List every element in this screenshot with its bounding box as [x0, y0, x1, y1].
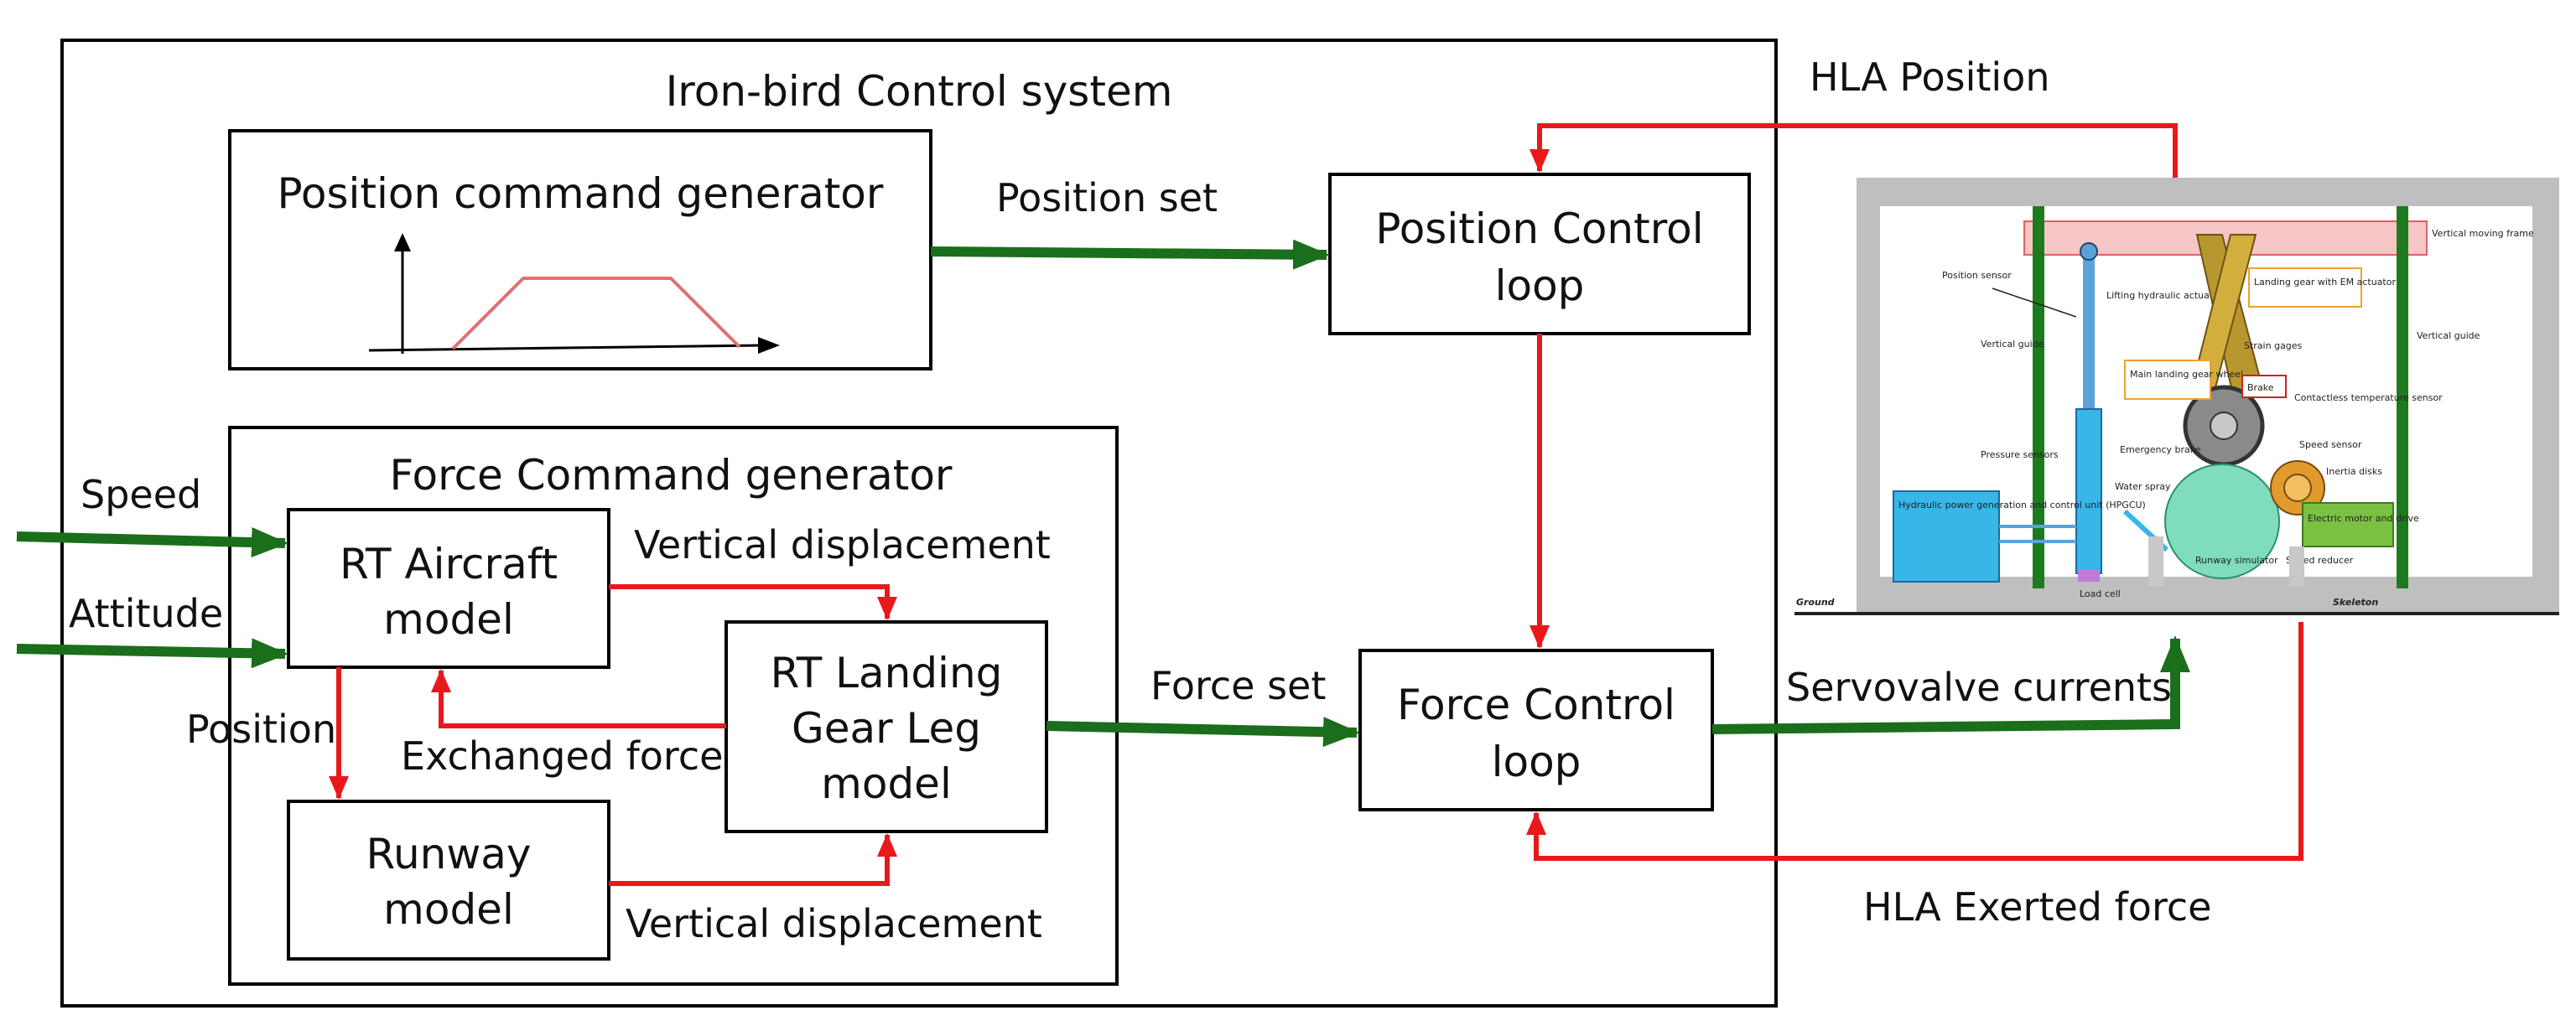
vertical-guide-right-label: Vertical guide	[2417, 330, 2480, 341]
landing-gear-em-callout	[2248, 267, 2362, 308]
electric-motor-label: Electric motor and drive	[2308, 513, 2419, 524]
skeleton-label: Skeleton	[2333, 597, 2378, 608]
vertical-displacement-top-arrow	[609, 584, 897, 620]
contactless-sensor-label: Contactless temperature sensor	[2294, 392, 2443, 403]
force-set-label: Force set	[1150, 663, 1326, 708]
force-command-generator-title: Force Command generator	[390, 451, 953, 500]
profile-y-axis-arrowhead	[394, 233, 411, 251]
landing-gear-line2: Gear Leg	[792, 704, 981, 753]
electric-motor-box	[2302, 502, 2394, 547]
rt-landing-gear-leg-model-box	[724, 620, 1048, 833]
force-set-arrow	[1046, 717, 1360, 748]
brake-callout	[2241, 375, 2287, 398]
runway-support-post	[2148, 536, 2163, 587]
speed-label: Speed	[80, 472, 201, 517]
position-command-profile-plot	[368, 233, 780, 354]
servovalve-currents-label: Servovalve currents	[1786, 665, 2172, 710]
exchanged-force-label: Exchanged force	[401, 733, 723, 779]
force-loop-line1: Force Control	[1397, 681, 1675, 729]
position-label: Position	[186, 707, 336, 752]
main-wheel-callout	[2124, 360, 2211, 400]
rt-aircraft-line2: model	[383, 595, 514, 644]
motor-support-post	[2289, 547, 2304, 587]
lifting-hydraulic-actuator-cylinder	[2075, 408, 2102, 574]
rt-aircraft-line1: RT Aircraft	[340, 540, 558, 588]
position-sensor-leader	[1992, 288, 2077, 318]
lifting-hydraulic-actuator-rod	[2083, 245, 2095, 409]
runway-simulator-label: Runway simulator	[2195, 555, 2278, 566]
profile-x-axis-arrowhead	[758, 337, 780, 354]
hpgcu-box	[1893, 490, 2000, 583]
ground-label: Ground	[1796, 597, 1835, 608]
landing-gear-line1: RT Landing	[771, 649, 1003, 697]
test-rig-schematic: Ground Skeleton Vertical moving frame Ve…	[1794, 178, 2559, 615]
position-set-arrow	[930, 239, 1330, 270]
speed-sensor-label: Speed sensor	[2299, 439, 2362, 450]
hpgcu-label: Hydraulic power generation and control u…	[1898, 500, 2146, 510]
pressure-sensors-label: Pressure sensors	[1981, 449, 2059, 460]
strain-gages-label: Strain gages	[2244, 340, 2303, 351]
exchanged-force-arrow	[431, 669, 726, 728]
position-control-loop-box	[1328, 173, 1751, 335]
rig-skeleton-base	[1857, 587, 2559, 612]
brake-label: Brake	[2247, 382, 2274, 393]
emergency-brake-label: Emergency brake	[2120, 444, 2201, 455]
force-command-generator-frame	[228, 426, 1119, 986]
runway-line1: Runway	[366, 830, 532, 878]
main-wheel-label: Main landing gear wheel	[2130, 369, 2243, 380]
attitude-label: Attitude	[69, 591, 223, 636]
position-command-generator-box	[228, 129, 932, 370]
runway-model-box	[287, 800, 610, 961]
landing-gear-em-label: Landing gear with EM actuator	[2254, 277, 2396, 288]
control-system-title: Iron-bird Control system	[666, 67, 1173, 116]
attitude-arrow	[16, 638, 288, 669]
position-loop-line1: Position Control	[1375, 205, 1703, 253]
inertia-disk-inner	[2283, 474, 2312, 502]
control-system-frame	[60, 39, 1778, 1008]
hla-exerted-force-label: HLA Exerted force	[1863, 884, 2211, 930]
hla-position-arrow	[1530, 123, 2178, 178]
force-control-loop-box	[1358, 649, 1714, 811]
vertical-displacement-bottom-arrow	[609, 833, 897, 886]
runway-line2: model	[383, 885, 514, 934]
servovalve-currents-arrow	[1711, 635, 2190, 734]
position-set-label: Position set	[996, 175, 1218, 220]
runway-simulator-disk	[2164, 464, 2280, 579]
speed-arrow	[16, 527, 288, 557]
position-sensor-label: Position sensor	[1942, 270, 2012, 281]
profile-x-axis	[368, 344, 764, 352]
hla-position-label: HLA Position	[1810, 54, 2049, 100]
inertia-disks-label: Inertia disks	[2326, 466, 2382, 477]
lifting-actuator-label: Lifting hydraulic actuator	[2106, 290, 2223, 301]
hla-exerted-force-arrow	[1526, 622, 2303, 861]
water-spray-label: Water spray	[2115, 481, 2171, 492]
load-cell-label: Load cell	[2080, 588, 2121, 599]
vertical-guide-right	[2397, 206, 2408, 588]
vertical-moving-frame-label: Vertical moving frame	[2432, 228, 2534, 239]
force-loop-line2: loop	[1492, 738, 1581, 786]
profile-trapezoid	[451, 277, 741, 350]
vertical-guide-left	[2033, 206, 2044, 588]
vertical-displacement-top-label: Vertical displacement	[634, 522, 1051, 567]
vertical-displacement-bottom-label: Vertical displacement	[626, 901, 1042, 946]
position-command-generator-title: Position command generator	[278, 169, 884, 218]
actuator-top-joint	[2080, 242, 2098, 261]
position-loop-line2: loop	[1495, 262, 1585, 310]
landing-gear-line3: model	[821, 759, 952, 808]
vertical-guide-left-label: Vertical guide	[1981, 339, 2044, 350]
wheel-hub	[2210, 412, 2238, 440]
load-cell	[2078, 570, 2100, 582]
